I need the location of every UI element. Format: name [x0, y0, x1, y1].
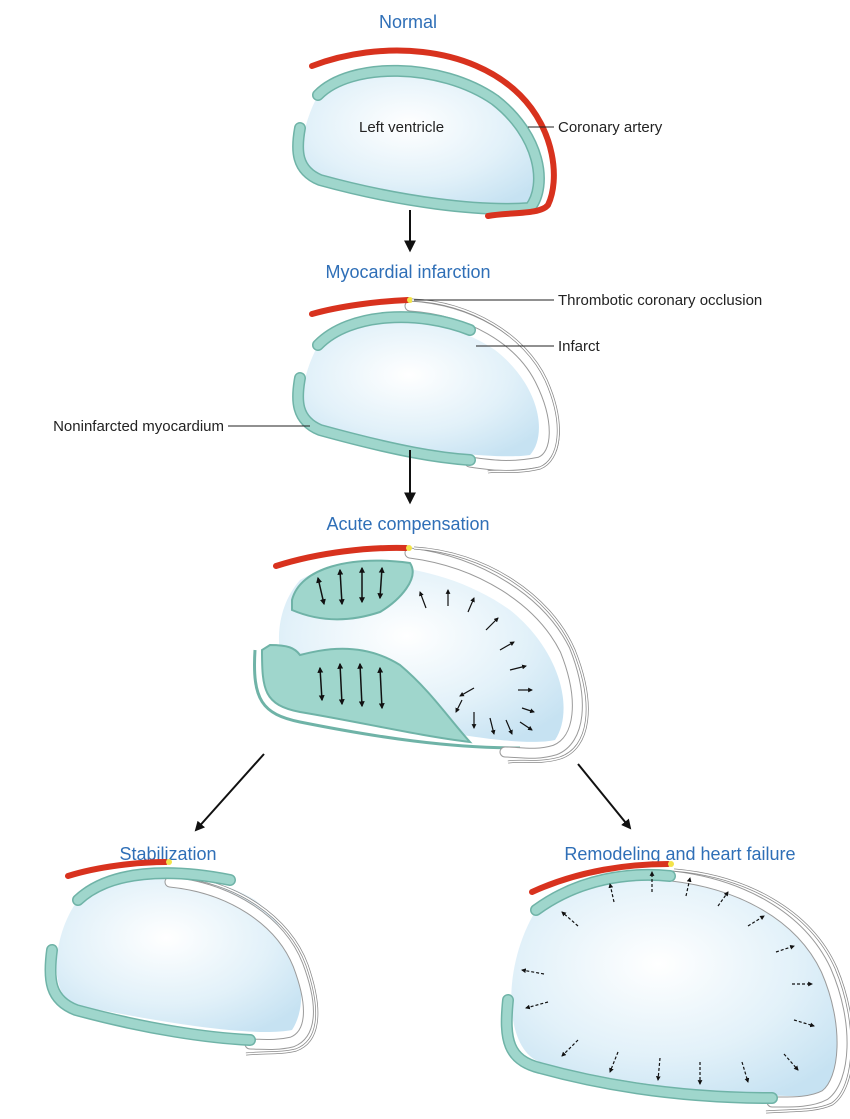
label-noninfarcted: Noninfarcted myocardium — [53, 418, 224, 435]
ventricle-cavity — [511, 876, 839, 1096]
occlusion-marker — [166, 859, 172, 865]
arrow-to-remodeling — [578, 764, 630, 828]
stage-remodeling: Remodeling and heart failure — [507, 844, 850, 1112]
arrow-to-stabilization — [196, 754, 264, 830]
stage-title-acute: Acute compensation — [326, 514, 489, 534]
occlusion-marker — [668, 861, 674, 867]
stage-acute-compensation: Acute compensation — [255, 514, 588, 762]
label-thrombotic-occlusion: Thrombotic coronary occlusion — [558, 292, 762, 309]
stage-normal: Normal Left ventricle Coronary artery — [298, 12, 663, 216]
occlusion-marker — [406, 545, 412, 551]
label-left-ventricle: Left ventricle — [359, 119, 444, 136]
stage-title-mi: Myocardial infarction — [325, 262, 490, 282]
stage-stabilization: Stabilization — [50, 844, 316, 1054]
stage-title-normal: Normal — [379, 12, 437, 32]
stage-myocardial-infarction: Myocardial infarction Thrombotic coronar… — [53, 262, 762, 472]
label-infarct: Infarct — [558, 338, 601, 355]
label-coronary-artery: Coronary artery — [558, 119, 663, 136]
stage-title-remodeling: Remodeling and heart failure — [564, 844, 795, 864]
